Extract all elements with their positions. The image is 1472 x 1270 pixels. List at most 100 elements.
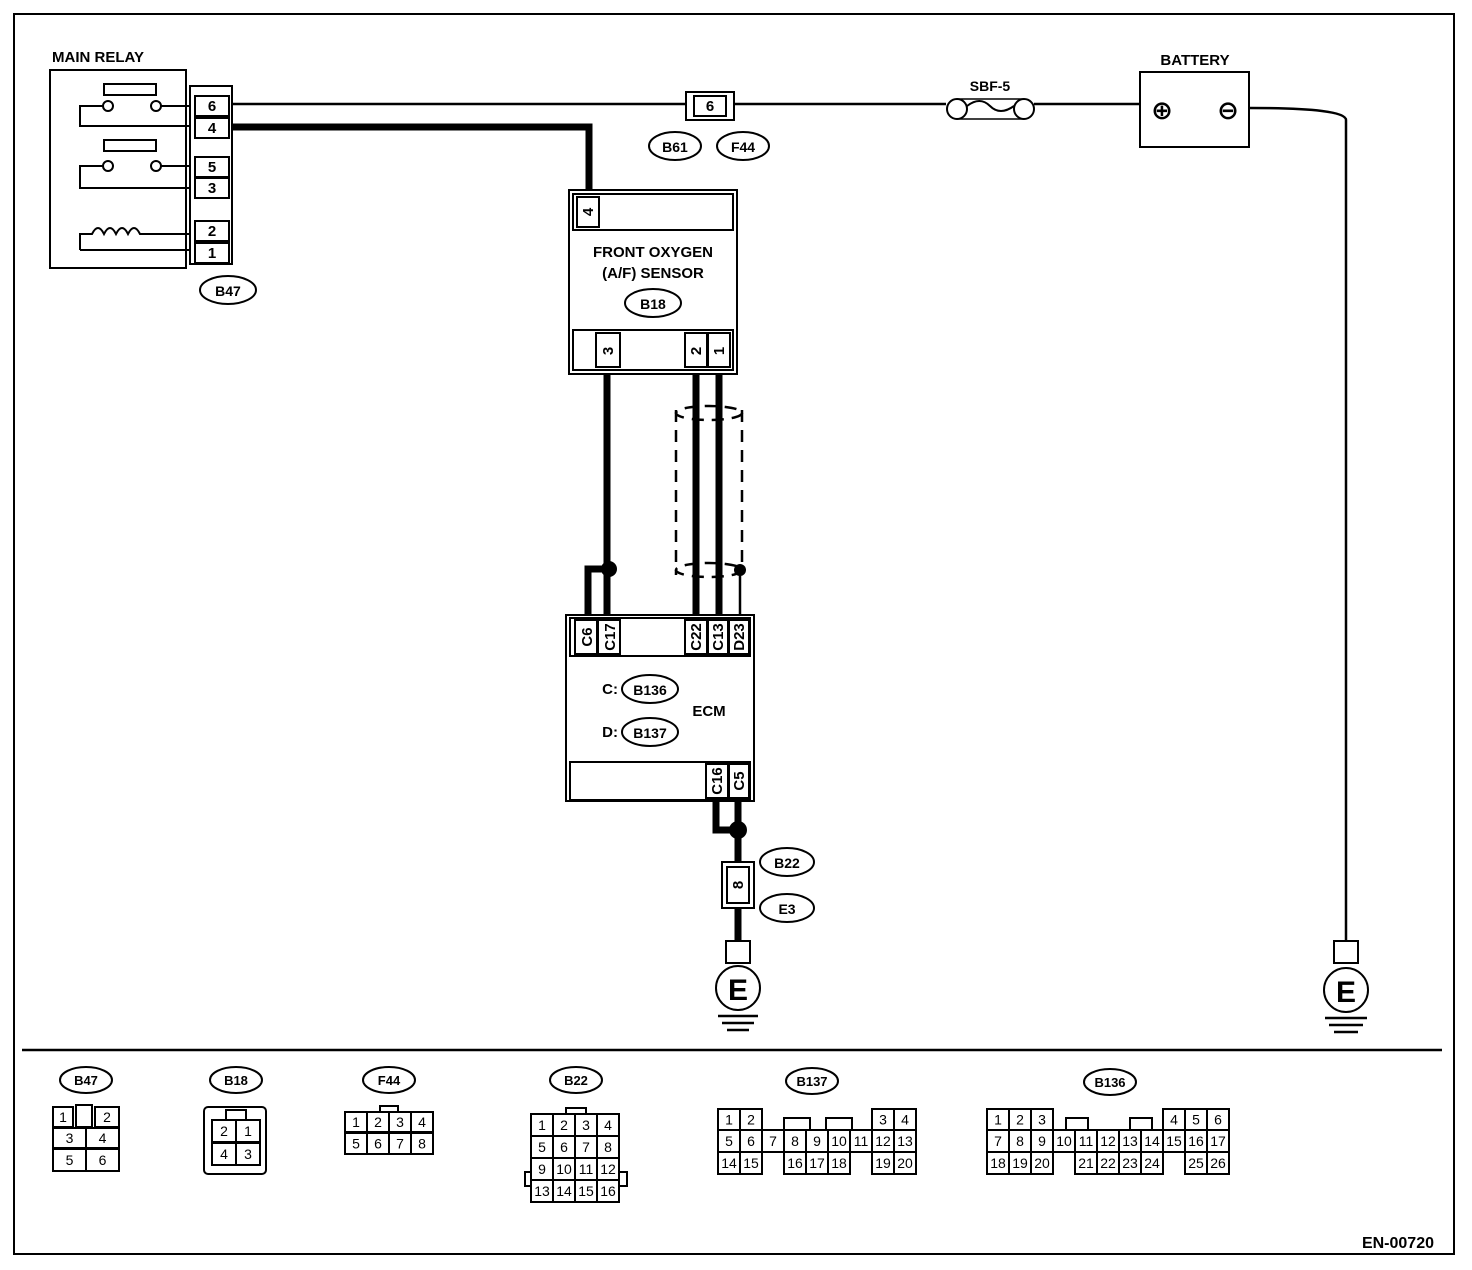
svg-text:B136: B136 (633, 682, 667, 698)
ground-joint-b22-e3: 8 B22 E3 (721, 847, 815, 923)
svg-text:1: 1 (711, 347, 728, 355)
connector-pin: 12 (1100, 1133, 1116, 1149)
connector-pin: 7 (994, 1133, 1002, 1149)
svg-text:4: 4 (580, 207, 597, 216)
connector-pin: 12 (875, 1133, 891, 1149)
sensor-label-line2: (A/F) SENSOR (602, 265, 704, 282)
wire-battery-ground (1235, 106, 1348, 940)
connector-pin: 17 (809, 1155, 825, 1171)
splice-point (734, 564, 746, 576)
connector-id-tag (1083, 1068, 1137, 1096)
connector-pin: 3 (244, 1146, 252, 1162)
connector-id-label: B18 (224, 1073, 248, 1088)
connector-id-label: B22 (564, 1073, 588, 1088)
connector-pin: 2 (374, 1114, 382, 1130)
connector-tag-b61 (648, 131, 702, 161)
connector-pin: 11 (854, 1133, 869, 1149)
svg-text:B22: B22 (774, 855, 800, 871)
ground-icon: E (728, 974, 748, 1007)
svg-text:C5: C5 (731, 771, 748, 790)
svg-text:D:: D: (602, 724, 618, 741)
connector-pin: 3 (582, 1117, 590, 1133)
battery-label: BATTERY (1160, 52, 1229, 69)
svg-text:E3: E3 (778, 901, 795, 917)
connector-pin: 4 (604, 1117, 612, 1133)
connector-pin: 9 (813, 1133, 821, 1149)
connector-pin: 5 (66, 1152, 74, 1168)
connector-pin: 4 (901, 1112, 909, 1128)
connector-pin: 1 (725, 1112, 733, 1128)
connector-pin: 1 (59, 1109, 67, 1125)
battery-body (1139, 71, 1250, 148)
connector-pin: 3 (66, 1130, 74, 1146)
svg-text:F44: F44 (731, 139, 755, 155)
shield-bottom (674, 561, 744, 579)
fuse-label: SBF-5 (970, 78, 1011, 94)
connector-id-tag (209, 1066, 263, 1094)
connector-pin: 9 (1038, 1133, 1046, 1149)
connector-pin: 16 (600, 1183, 616, 1199)
ground-battery: E (1323, 940, 1369, 1034)
fuse-sbf5: SBF-5 (946, 78, 1035, 120)
connector-pin: 2 (1016, 1112, 1024, 1128)
svg-text:C:: C: (602, 681, 618, 698)
connector-pin: 2 (103, 1109, 111, 1125)
ecm-label: ECM (692, 703, 725, 720)
connector-pin: 4 (418, 1114, 426, 1130)
main-relay: MAIN RELAY 6 4 5 3 2 1 B47 (49, 49, 257, 305)
svg-text:B137: B137 (633, 725, 667, 741)
relay-pin: 1 (208, 245, 216, 262)
connector-pin: 5 (725, 1133, 733, 1149)
joint-connector-b61-f44: 6 B61 F44 (648, 91, 770, 161)
connector-pin: 10 (831, 1133, 847, 1149)
connector-pin: 21 (1078, 1155, 1094, 1171)
relay-pin: 6 (208, 98, 216, 115)
battery: BATTERY ⊕ ⊖ (1139, 52, 1250, 148)
shield-lines (674, 410, 744, 575)
connector-pin: 20 (897, 1155, 913, 1171)
connector-pin: 11 (579, 1161, 594, 1177)
connector-pin: 17 (1210, 1133, 1226, 1149)
connector-pin: 7 (396, 1136, 404, 1152)
connector-pin: 3 (879, 1112, 887, 1128)
connector-id-label: F44 (378, 1073, 401, 1088)
connector-pin: 22 (1100, 1155, 1116, 1171)
ground-icon: E (1336, 976, 1356, 1009)
connector-pin: 4 (99, 1130, 107, 1146)
svg-text:B18: B18 (640, 296, 666, 312)
connector-pin: 15 (743, 1155, 759, 1171)
relay-terminal (102, 100, 114, 112)
connector-pin: 16 (1188, 1133, 1204, 1149)
connector-pin: 8 (418, 1136, 426, 1152)
diagram-frame (13, 13, 1455, 1255)
fuse-element (966, 100, 1015, 112)
relay-terminal (102, 160, 114, 172)
wire-c6-branch (584, 565, 607, 615)
connector-pin: 26 (1210, 1155, 1226, 1171)
connector-pin: 10 (1056, 1133, 1072, 1149)
svg-text:6: 6 (706, 98, 714, 115)
connector-pin: 5 (538, 1139, 546, 1155)
relay-pin: 3 (208, 180, 216, 197)
svg-text:C6: C6 (579, 627, 596, 646)
svg-text:C13: C13 (710, 623, 727, 651)
connector-pin: 18 (990, 1155, 1006, 1171)
connector-pin: 19 (1012, 1155, 1028, 1171)
connector-pin: 6 (1214, 1112, 1222, 1128)
connector-id-label: B137 (796, 1074, 827, 1089)
wire-relay4-sensor4 (232, 123, 593, 190)
connector-pin: 6 (560, 1139, 568, 1155)
connector-pin: 13 (1122, 1133, 1138, 1149)
connector-tag-b47 (199, 275, 257, 305)
svg-text:3: 3 (600, 347, 617, 355)
connector-tag-e3 (759, 893, 815, 923)
connector-pin: 13 (897, 1133, 913, 1149)
connector-pin: 8 (604, 1139, 612, 1155)
svg-text:D23: D23 (731, 623, 748, 651)
main-relay-label: MAIN RELAY (52, 49, 144, 66)
connector-pin: 14 (721, 1155, 737, 1171)
